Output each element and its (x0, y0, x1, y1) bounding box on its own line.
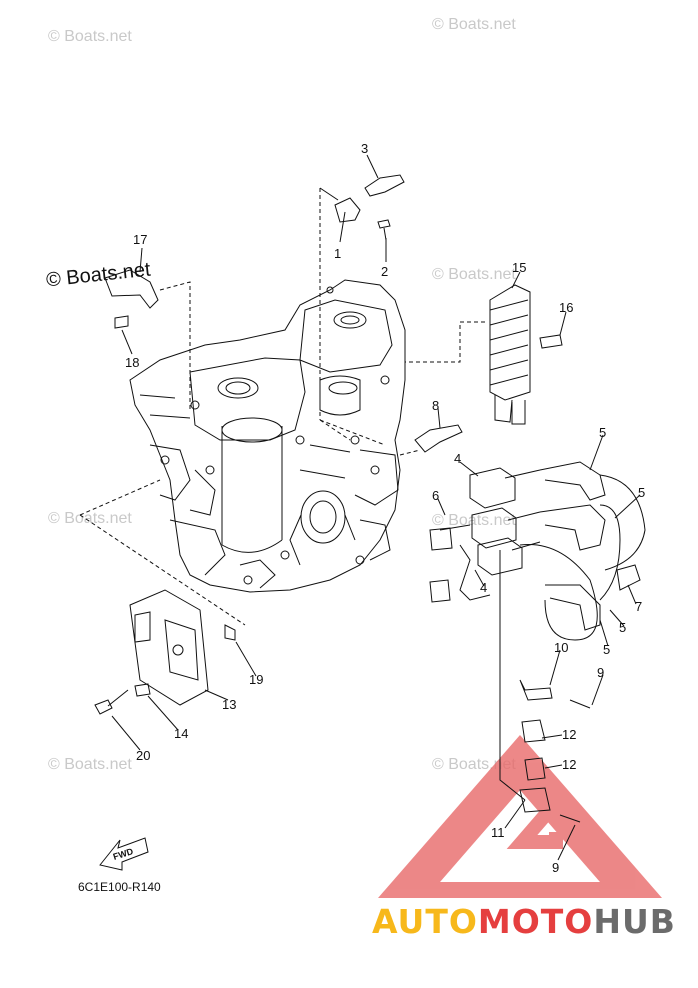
callout-17: 13 (222, 697, 236, 712)
brand-part-moto: MOTO (477, 902, 594, 941)
callout-8: 8 (432, 398, 439, 413)
callout-20: 20 (136, 748, 150, 763)
callout-5d: 5 (603, 642, 610, 657)
callout-5: 5 (599, 425, 606, 440)
callout-4b: 4 (480, 580, 487, 595)
callout-12b: 12 (562, 757, 576, 772)
ecu-module (129, 589, 209, 706)
callout-7: 7 (635, 599, 642, 614)
clamp-15 (104, 269, 159, 329)
callout-16: 18 (125, 355, 139, 370)
fwd-label: FWD (112, 846, 135, 862)
watermark: © Boats.net (432, 266, 516, 283)
rectifier-regulator (489, 284, 563, 425)
watermark: © Boats.net (48, 510, 132, 527)
callout-19: 19 (249, 672, 263, 687)
fwd-arrow-icon (99, 837, 149, 871)
callout-14: 16 (559, 300, 573, 315)
brand-part-auto: AUTO (372, 902, 478, 941)
callout-5c: 5 (619, 620, 626, 635)
watermark: © Boats.net (48, 28, 132, 45)
callout-10: 10 (554, 640, 568, 655)
plug-caps (519, 461, 646, 641)
callout-1: 1 (334, 246, 341, 261)
callout-6: 6 (432, 488, 439, 503)
callout-18: 14 (174, 726, 188, 741)
callout-9: 9 (597, 665, 604, 680)
engine-block (129, 279, 406, 593)
brand-part-hub: HUB (593, 902, 676, 941)
watermark: © Boats.net (432, 512, 516, 529)
bracket-assembly (319, 174, 405, 241)
callout-2: 2 (381, 264, 388, 279)
drawing-code: 6C1E100-R140 (78, 880, 161, 894)
brand-logo: AUTOMOTOHUB (372, 902, 676, 941)
callout-4: 4 (454, 451, 461, 466)
callout-11: 11 (491, 825, 505, 840)
logo-triangle-icon (378, 735, 662, 898)
callout-12: 12 (562, 727, 576, 742)
watermark: © Boats.net (432, 16, 516, 33)
callout-9b: 9 (552, 860, 559, 875)
callout-3: 3 (361, 141, 368, 156)
callout-5b: 5 (638, 485, 645, 500)
watermark: © Boats.net (48, 756, 132, 773)
callout-15: 17 (133, 232, 147, 247)
ignition-coils (429, 467, 541, 603)
callout-13: 15 (512, 260, 526, 275)
